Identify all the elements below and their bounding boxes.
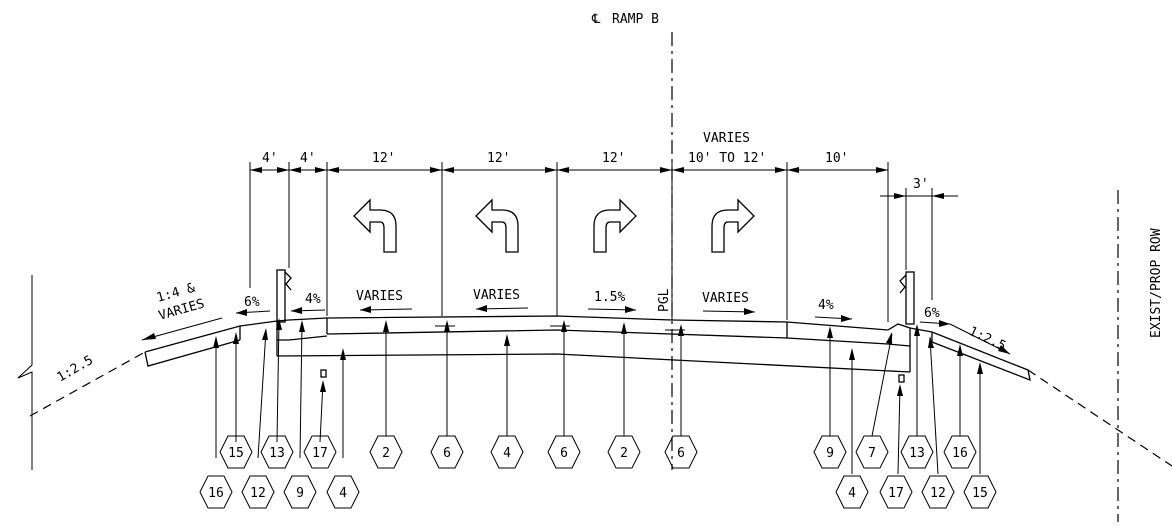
callout-hex: 9 bbox=[813, 435, 847, 469]
callout-hex: 6 bbox=[430, 435, 464, 469]
callout-hex: 13 bbox=[900, 435, 934, 469]
slope-lane-2: VARIES bbox=[473, 288, 520, 303]
svg-text:9: 9 bbox=[826, 446, 834, 461]
svg-text:4: 4 bbox=[503, 446, 511, 461]
callout-hex: 9 bbox=[283, 475, 317, 509]
pgl-label: PGL bbox=[657, 288, 672, 312]
svg-text:16: 16 bbox=[952, 446, 968, 461]
svg-text:13: 13 bbox=[269, 446, 285, 461]
slope-lane-3: 1.5% bbox=[594, 290, 625, 305]
left-turn-arrow-icon bbox=[353, 198, 397, 253]
dim-shoulder-right: 10' bbox=[825, 151, 848, 166]
callout-leaders bbox=[213, 318, 983, 475]
svg-text:13: 13 bbox=[909, 446, 925, 461]
callout-hex: 16 bbox=[199, 475, 233, 509]
callouts-top-row: 15 13 17 2 6 4 6 2 6 9 7 13 16 bbox=[219, 435, 977, 469]
svg-text:17: 17 bbox=[312, 446, 328, 461]
svg-text:16: 16 bbox=[208, 486, 224, 501]
callout-hex: 15 bbox=[963, 475, 997, 509]
svg-text:6: 6 bbox=[560, 446, 568, 461]
callout-hex: 12 bbox=[241, 475, 275, 509]
dimension-lines bbox=[249, 162, 958, 322]
svg-text:12: 12 bbox=[930, 486, 946, 501]
slope-left-shoulder: 6% bbox=[244, 295, 260, 310]
callout-hex: 13 bbox=[260, 435, 294, 469]
svg-text:15: 15 bbox=[228, 446, 244, 461]
callout-hex: 4 bbox=[835, 475, 869, 509]
callout-hex: 4 bbox=[326, 475, 360, 509]
ramp-title: RAMP B bbox=[612, 12, 659, 27]
callout-hex: 2 bbox=[607, 435, 641, 469]
svg-text:6: 6 bbox=[677, 446, 685, 461]
dim-curb-right: 3' bbox=[913, 177, 929, 192]
slope-left-fill: 1:2.5 bbox=[55, 353, 96, 386]
right-turn-arrow-icon bbox=[711, 198, 755, 253]
dim-lane-4-bottom: 10' TO 12' bbox=[688, 151, 766, 166]
svg-text:4: 4 bbox=[339, 486, 347, 501]
callout-hex: 16 bbox=[943, 435, 977, 469]
slope-lane-4: VARIES bbox=[702, 291, 749, 306]
callouts-bottom-row: 16 12 9 4 4 17 12 15 bbox=[199, 475, 997, 509]
svg-text:9: 9 bbox=[296, 486, 304, 501]
break-line bbox=[17, 275, 33, 470]
callout-hex: 6 bbox=[664, 435, 698, 469]
callout-hex: 15 bbox=[219, 435, 253, 469]
svg-text:6: 6 bbox=[443, 446, 451, 461]
svg-text:4: 4 bbox=[848, 486, 856, 501]
slope-lane-1: VARIES bbox=[356, 289, 403, 304]
callout-hex: 17 bbox=[303, 435, 337, 469]
slope-arrows bbox=[141, 305, 1011, 355]
svg-text:2: 2 bbox=[382, 446, 390, 461]
dim-lane-3: 12' bbox=[602, 151, 625, 166]
svg-text:7: 7 bbox=[868, 446, 876, 461]
callout-hex: 7 bbox=[855, 435, 889, 469]
callout-hex: 6 bbox=[547, 435, 581, 469]
dim-lane-4-top: VARIES bbox=[703, 131, 750, 146]
roadway-section bbox=[29, 269, 1172, 467]
callout-hex: 17 bbox=[879, 475, 913, 509]
row-label: EXIST/PROP ROW bbox=[1149, 228, 1164, 338]
svg-text:12: 12 bbox=[250, 486, 266, 501]
callout-hex: 12 bbox=[921, 475, 955, 509]
dim-lane-1: 12' bbox=[372, 151, 395, 166]
svg-text:2: 2 bbox=[620, 446, 628, 461]
callout-hex: 2 bbox=[369, 435, 403, 469]
slope-right-bike: 4% bbox=[818, 298, 834, 313]
dim-lane-2: 12' bbox=[487, 151, 510, 166]
dim-bike-left: 4' bbox=[300, 151, 316, 166]
dim-shoulder-left: 4' bbox=[262, 151, 278, 166]
left-turn-arrow-icon bbox=[475, 198, 519, 253]
slope-left-bike: 4% bbox=[305, 292, 321, 307]
svg-text:17: 17 bbox=[888, 486, 904, 501]
slope-right-shoulder: 6% bbox=[924, 306, 940, 321]
callout-hex: 4 bbox=[490, 435, 524, 469]
right-turn-arrow-icon bbox=[593, 198, 637, 253]
centerline-symbol: ℄ bbox=[591, 12, 601, 27]
svg-text:15: 15 bbox=[972, 486, 988, 501]
